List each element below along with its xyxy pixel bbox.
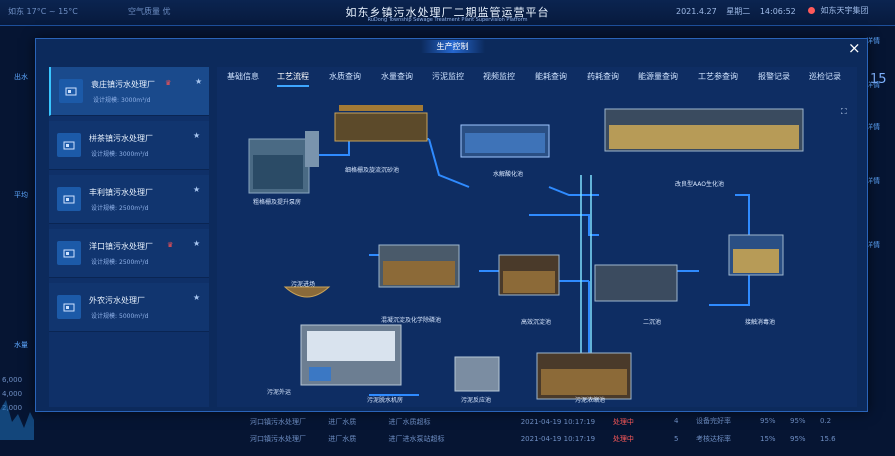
- star-icon[interactable]: ★: [193, 293, 201, 302]
- weather-info: 如东 17°C ~ 15°C: [8, 7, 78, 16]
- modal-header: 生产控制: [36, 39, 869, 55]
- tab-sludge-monitor[interactable]: 污泥监控: [432, 72, 464, 81]
- bg-detail-link: 详情: [866, 37, 880, 45]
- label-fine-screen: 细格栅及旋流沉砂池: [345, 167, 400, 174]
- plant-icon: [57, 133, 81, 157]
- production-control-modal: 生产控制 × 袁庄镇污水处理厂 ♛ 设计规模:3000m³/d ★ 栟茶镇污水处…: [35, 38, 868, 412]
- label-hydrolysis: 水解酸化池: [493, 171, 524, 178]
- star-icon[interactable]: ★: [195, 77, 203, 86]
- plant-icon: [59, 79, 83, 103]
- plant-icon: [57, 187, 81, 211]
- plant-list: 袁庄镇污水处理厂 ♛ 设计规模:3000m³/d ★ 栟茶镇污水处理厂 设计规模…: [49, 67, 209, 407]
- label-chem: 混凝沉淀及化学除磷池: [381, 317, 442, 324]
- user-info[interactable]: 如东天宇集团: [808, 5, 869, 16]
- plant-capacity: 设计规模:2500m³/d: [91, 259, 149, 266]
- plant-item[interactable]: 外农污水处理厂 设计规模:5000m³/d ★: [49, 283, 209, 332]
- plant-name: 袁庄镇污水处理厂: [91, 80, 155, 89]
- kpi-row: 5 考核达标率 15% 95% 15.6: [674, 435, 836, 443]
- process-flow-diagram: 粗格栅及提升泵房 细格栅及旋流沉砂池 水解酸化池 改良型AAO生化池 污泥进场 …: [229, 95, 845, 404]
- process-panel: 基础信息 工艺流程 水质查询 水量查询 污泥监控 视频监控 能耗查询 药耗查询 …: [217, 67, 857, 407]
- process-flow-graphic: [248, 105, 804, 400]
- fullscreen-icon[interactable]: ⛶: [841, 107, 847, 116]
- tab-bar: 基础信息 工艺流程 水质查询 水量查询 污泥监控 视频监控 能耗查询 药耗查询 …: [217, 67, 857, 89]
- bg-left-label: 平均: [14, 191, 28, 199]
- star-icon[interactable]: ★: [193, 131, 201, 140]
- bg-left-axis: 2,000: [2, 404, 23, 412]
- plant-item[interactable]: 丰利镇污水处理厂 设计规模:2500m³/d ★: [49, 175, 209, 224]
- plant-icon: [57, 241, 81, 265]
- bg-detail-link: 详情: [866, 123, 880, 131]
- tab-video-monitor[interactable]: 视频监控: [483, 72, 515, 81]
- label-aao: 改良型AAO生化池: [675, 181, 724, 188]
- star-icon[interactable]: ★: [193, 239, 201, 248]
- alarm-row: 河口镇污水处理厂 进厂水质 进厂进水泵站超标 2021-04-19 10:17:…: [250, 435, 634, 443]
- air-quality: 空气质量 优: [128, 7, 171, 16]
- plant-item[interactable]: 洋口镇污水处理厂 ♛ 设计规模:2500m³/d ★: [49, 229, 209, 278]
- tab-param-query[interactable]: 工艺参查询: [698, 72, 738, 81]
- platform-title: 如东乡镇污水处理厂二期监管运营平台: [345, 6, 550, 19]
- background-alarm-table: 河口镇污水处理厂 进厂水质 进厂水质超标 2021-04-19 10:17:19…: [250, 412, 862, 456]
- plant-item[interactable]: 袁庄镇污水处理厂 ♛ 设计规模:3000m³/d ★: [49, 67, 209, 116]
- label-sludge-in: 污泥进场: [291, 281, 316, 288]
- label-inlet: 粗格栅及提升泵房: [253, 199, 302, 206]
- user-name: 如东天宇集团: [820, 6, 869, 15]
- tab-water-quality[interactable]: 水质查询: [329, 72, 361, 81]
- bg-detail-link: 详情: [866, 241, 880, 249]
- plant-icon: [57, 295, 81, 319]
- bg-detail-link: 详情: [866, 177, 880, 185]
- tab-water-volume[interactable]: 水量查询: [381, 72, 413, 81]
- crown-icon: ♛: [165, 79, 172, 87]
- plant-name: 洋口镇污水处理厂: [89, 242, 153, 251]
- tab-inspection-records[interactable]: 巡检记录: [809, 72, 841, 81]
- background-left-panel: 出水 平均 水量 6,000 4,000 2,000: [0, 40, 32, 456]
- datetime: 2021.4.27 星期二 14:06:52: [676, 6, 803, 17]
- label-dewater: 污泥脱水机房: [367, 397, 404, 404]
- label-outside: 污泥外运: [267, 389, 292, 396]
- date-text: 2021.4.27: [676, 7, 717, 16]
- plant-name: 外农污水处理厂: [89, 296, 145, 305]
- bg-detail-link: 详情: [866, 81, 880, 89]
- label-reactor: 污泥反应池: [461, 397, 492, 404]
- bg-left-label: 出水: [14, 73, 28, 81]
- time-text: 14:06:52: [759, 7, 796, 16]
- bg-right-number: 15: [870, 72, 887, 87]
- bg-left-axis: 4,000: [2, 390, 23, 398]
- platform-subtitle: RuDong Township Sewage Treatment Plant S…: [367, 17, 528, 23]
- alarm-row: 河口镇污水处理厂 进厂水质 进厂水质超标 2021-04-19 10:17:19…: [250, 418, 634, 426]
- close-button[interactable]: ×: [848, 39, 861, 57]
- top-header-bar: 如东 17°C ~ 15°C 空气质量 优 如东乡镇污水处理厂二期监管运营平台 …: [0, 0, 895, 26]
- plant-capacity: 设计规模:2500m³/d: [91, 205, 149, 212]
- background-area-chart: [0, 400, 34, 440]
- plant-name: 栟茶镇污水处理厂: [89, 134, 153, 143]
- weekday-text: 星期二: [726, 7, 751, 16]
- background-kpi-table: 4 设备完好率 95% 95% 0.2 5 考核达标率 15% 95% 15.6: [674, 412, 862, 448]
- tab-basic-info[interactable]: 基础信息: [227, 72, 259, 81]
- bg-left-axis: 6,000: [2, 376, 23, 384]
- background-right-panel: 详情 详情 详情 详情 详情 15: [862, 37, 895, 456]
- user-status-icon: [808, 7, 815, 14]
- label-secondary: 二沉池: [643, 319, 662, 326]
- tab-chemical-query[interactable]: 药耗查询: [587, 72, 619, 81]
- tab-energy-query[interactable]: 能耗查询: [535, 72, 567, 81]
- modal-title: 生产控制: [420, 40, 485, 53]
- bg-left-label: 水量: [14, 341, 28, 349]
- label-disinfect: 接触消毒池: [745, 319, 776, 326]
- label-high-eff: 高效沉淀池: [521, 319, 552, 326]
- tab-alarm-records[interactable]: 报警记录: [758, 72, 790, 81]
- label-thicken: 污泥浓缩池: [575, 397, 606, 404]
- tab-power-query[interactable]: 能源量查询: [638, 72, 678, 81]
- tab-process-flow[interactable]: 工艺流程: [277, 71, 309, 87]
- plant-item[interactable]: 栟茶镇污水处理厂 设计规模:3000m³/d ★: [49, 121, 209, 170]
- plant-name: 丰利镇污水处理厂: [89, 188, 153, 197]
- plant-capacity: 设计规模:3000m³/d: [93, 97, 151, 104]
- plant-capacity: 设计规模:3000m³/d: [91, 151, 149, 158]
- kpi-row: 4 设备完好率 95% 95% 0.2: [674, 417, 832, 425]
- star-icon[interactable]: ★: [193, 185, 201, 194]
- plant-capacity: 设计规模:5000m³/d: [91, 313, 149, 320]
- crown-icon: ♛: [167, 241, 174, 249]
